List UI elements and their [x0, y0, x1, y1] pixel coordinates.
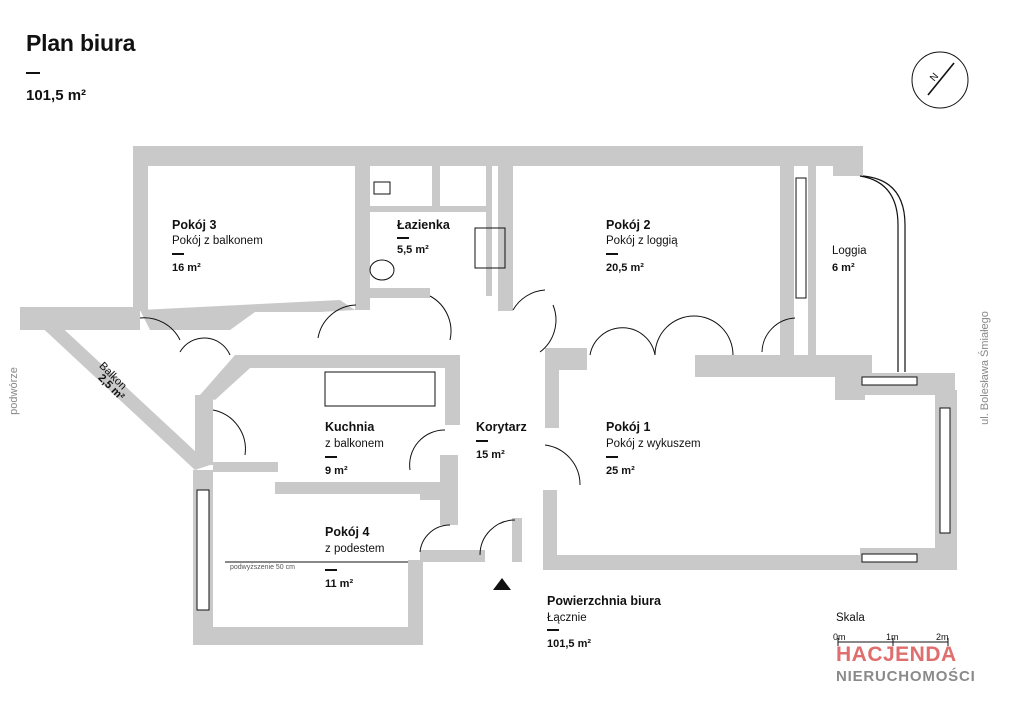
summary-dash	[547, 629, 559, 631]
scale-title: Skala	[836, 612, 865, 624]
total-area: 101,5 m²	[26, 87, 87, 104]
compass	[911, 51, 969, 109]
fixtures	[225, 181, 506, 563]
window-frames	[196, 177, 951, 611]
room-pokoj3-dash	[172, 253, 184, 255]
room-loggia-name: Loggia	[832, 245, 867, 257]
room-kuchnia-desc: z balkonem	[325, 438, 384, 450]
brand-logo-text: HACJENDA	[836, 643, 957, 666]
summary-title: Powierzchnia biura	[547, 594, 661, 608]
room-pokoj1-dash	[606, 456, 618, 458]
summary-area: 101,5 m²	[547, 638, 592, 650]
room-pokoj2-desc: Pokój z loggią	[606, 235, 678, 247]
room-kuchnia-name: Kuchnia	[325, 420, 375, 434]
room-korytarz-area: 15 m²	[476, 449, 505, 461]
doors	[139, 289, 796, 556]
room-pokoj4-desc: z podestem	[325, 543, 385, 555]
room-pokoj2-area: 20,5 m²	[606, 262, 644, 274]
scale-tick-0: 0m	[833, 632, 846, 642]
room-korytarz-dash	[476, 440, 488, 442]
room-kuchnia-area: 9 m²	[325, 465, 348, 477]
entrance-arrow-icon	[493, 578, 511, 590]
scale-tick-1: 1m	[886, 632, 899, 642]
room-pokoj4-area: 11 m²	[325, 578, 354, 590]
room-pokoj3-desc: Pokój z balkonem	[172, 235, 263, 247]
room-pokoj3-area: 16 m²	[172, 262, 201, 274]
title-dash	[26, 72, 40, 74]
brand-logo-subtext: NIERUCHOMOŚCI	[836, 668, 976, 685]
scale-bar	[837, 638, 949, 646]
loggia-curve	[859, 175, 906, 372]
room-pokoj4-note: podwyższenie 50 cm	[230, 564, 295, 571]
room-pokoj4-name: Pokój 4	[325, 525, 370, 539]
room-pokoj1-name: Pokój 1	[606, 420, 651, 434]
room-pokoj4-dash	[325, 569, 337, 571]
scale-tick-2: 2m	[936, 632, 949, 642]
room-pokoj1-area: 25 m²	[606, 465, 635, 477]
walls	[20, 146, 957, 645]
side-label-right: ul. Bolesława Śmiałego	[978, 311, 991, 425]
room-lazienka-name: Łazienka	[397, 218, 450, 232]
room-loggia-area: 6 m²	[832, 262, 855, 274]
room-pokoj1-desc: Pokój z wykuszem	[606, 438, 701, 450]
room-pokoj2-name: Pokój 2	[606, 218, 651, 232]
room-pokoj3-name: Pokój 3	[172, 218, 217, 232]
plan-title: Plan biura	[26, 30, 136, 56]
room-lazienka-dash	[397, 237, 409, 239]
room-lazienka-area: 5,5 m²	[397, 244, 429, 256]
side-label-left: podwórze	[7, 367, 20, 415]
room-pokoj2-dash	[606, 253, 618, 255]
summary-label: Łącznie	[547, 612, 587, 624]
room-korytarz-name: Korytarz	[476, 420, 527, 434]
room-kuchnia-dash	[325, 456, 337, 458]
